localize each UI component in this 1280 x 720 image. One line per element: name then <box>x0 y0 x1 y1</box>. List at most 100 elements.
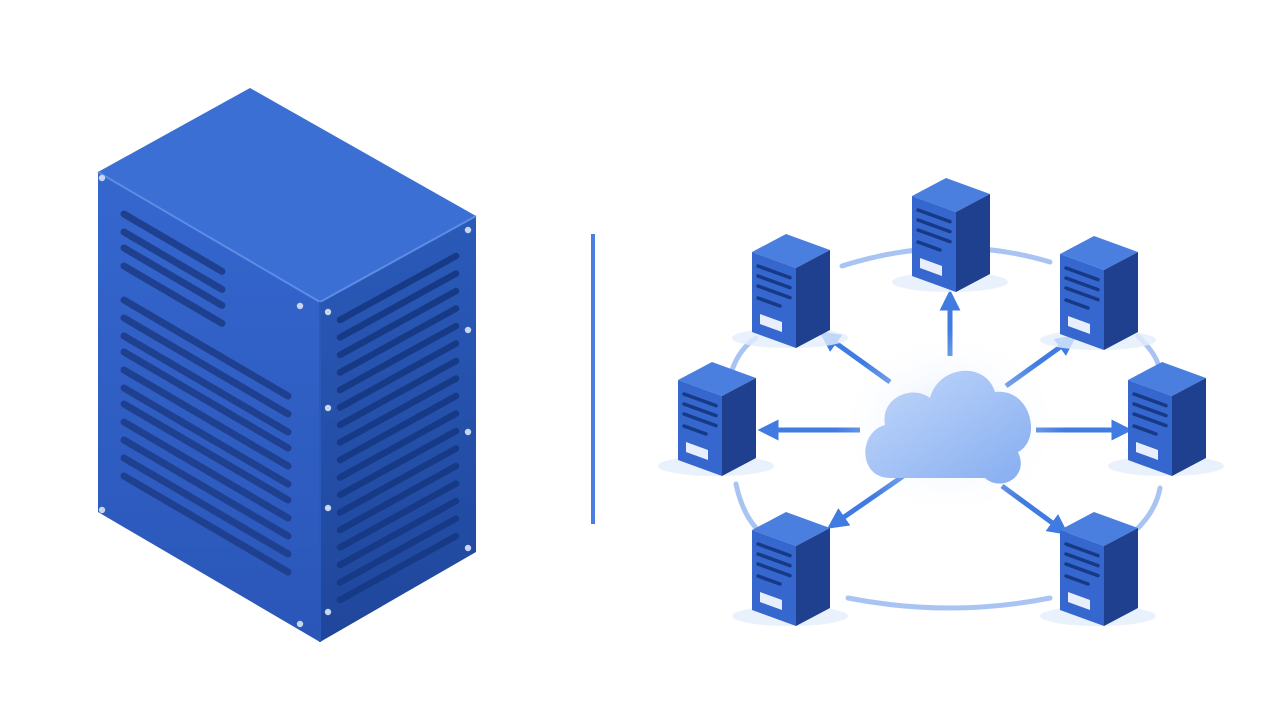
node-side <box>1172 378 1206 476</box>
vent-slot <box>120 262 226 327</box>
vent-slot <box>336 427 460 499</box>
vent-slot <box>120 418 292 522</box>
vent-slot <box>120 210 226 275</box>
screw <box>324 504 332 512</box>
vent-slot <box>336 340 460 411</box>
big-server-front-vents <box>120 210 292 576</box>
node-side <box>796 250 830 348</box>
node-slot <box>916 228 952 244</box>
screw <box>324 404 332 412</box>
vent-slot <box>336 445 460 516</box>
screw <box>464 428 472 436</box>
node-slot <box>756 574 782 586</box>
node-slot <box>916 240 942 252</box>
node-side <box>956 194 990 292</box>
node-slot <box>916 218 952 234</box>
screw <box>98 506 106 514</box>
node-slot <box>756 284 792 300</box>
vent-slot <box>336 392 460 464</box>
vent-slot <box>336 480 460 551</box>
node-drive-bay <box>760 592 782 610</box>
screw <box>324 608 332 616</box>
node-drive-bay <box>1068 592 1090 610</box>
vent-slot <box>336 322 460 394</box>
ring-arc <box>845 595 1053 611</box>
big-server-top-face <box>98 88 476 302</box>
vent-slot <box>120 244 226 309</box>
vent-slot <box>120 348 292 452</box>
big-server-side-vents <box>336 252 460 604</box>
node-slot <box>682 392 718 408</box>
node-slot <box>682 402 718 418</box>
vent-slot <box>120 472 292 576</box>
vent-slot <box>336 357 460 429</box>
node-top <box>912 178 990 212</box>
node-slot <box>756 542 792 558</box>
vent-slot <box>120 228 226 293</box>
vent-slot <box>120 384 292 488</box>
node-top <box>752 234 830 268</box>
vent-slot <box>336 515 460 586</box>
vent-slot <box>336 252 460 324</box>
vent-slot <box>336 305 460 376</box>
vent-slot <box>336 497 460 569</box>
cloud-icon <box>835 330 1065 520</box>
node-slot <box>756 552 792 568</box>
vent-slot <box>120 366 292 470</box>
node-slot <box>1064 542 1100 558</box>
vent-slot <box>336 532 460 604</box>
node-slot <box>1064 286 1100 302</box>
server-node-right <box>1108 362 1224 476</box>
vent-slot <box>336 287 460 359</box>
node-drive-bay <box>686 442 708 460</box>
node-slot <box>1064 552 1100 568</box>
screw <box>98 174 106 182</box>
vent-slot <box>120 314 292 418</box>
screw <box>464 226 472 234</box>
node-slot <box>682 424 708 436</box>
vent-slot <box>120 400 292 504</box>
node-side <box>722 378 756 476</box>
server-node-top <box>892 178 1008 292</box>
node-top <box>678 362 756 396</box>
big-server-icon <box>97 88 477 642</box>
vent-slot <box>120 436 292 540</box>
node-slot <box>1064 562 1100 578</box>
node-slot <box>1064 298 1090 310</box>
node-side <box>1104 528 1138 626</box>
node-drive-bay <box>920 258 942 276</box>
big-server-screws <box>98 174 472 628</box>
vent-slot <box>120 296 292 400</box>
vent-slot <box>120 332 292 436</box>
vent-slot <box>336 410 460 481</box>
node-slot <box>756 296 782 308</box>
node-slot <box>1064 276 1100 292</box>
node-slot <box>682 412 718 428</box>
node-slot <box>1132 392 1168 408</box>
node-slot <box>1064 266 1100 282</box>
node-slot <box>916 208 952 224</box>
vent-slot <box>336 270 460 341</box>
node-drive-bay <box>760 314 782 332</box>
server-node-upper-left <box>732 234 848 348</box>
node-slot <box>1132 402 1168 418</box>
ring-arc <box>1135 485 1163 531</box>
screw <box>324 308 332 316</box>
node-slot <box>1064 574 1090 586</box>
node-drive-bay <box>1136 442 1158 460</box>
node-top <box>1060 236 1138 270</box>
network-server-nodes <box>658 178 1224 626</box>
vent-slot <box>336 375 460 446</box>
server-node-lower-left <box>732 512 848 626</box>
node-slot <box>756 274 792 290</box>
vent-slot <box>336 462 460 534</box>
vent-slot <box>120 454 292 558</box>
node-top <box>752 512 830 546</box>
screw <box>296 302 304 310</box>
server-node-lower-right <box>1040 512 1156 626</box>
node-top <box>1060 512 1138 546</box>
node-slot <box>1132 424 1158 436</box>
node-top <box>1128 362 1206 396</box>
node-slot <box>1132 412 1168 428</box>
